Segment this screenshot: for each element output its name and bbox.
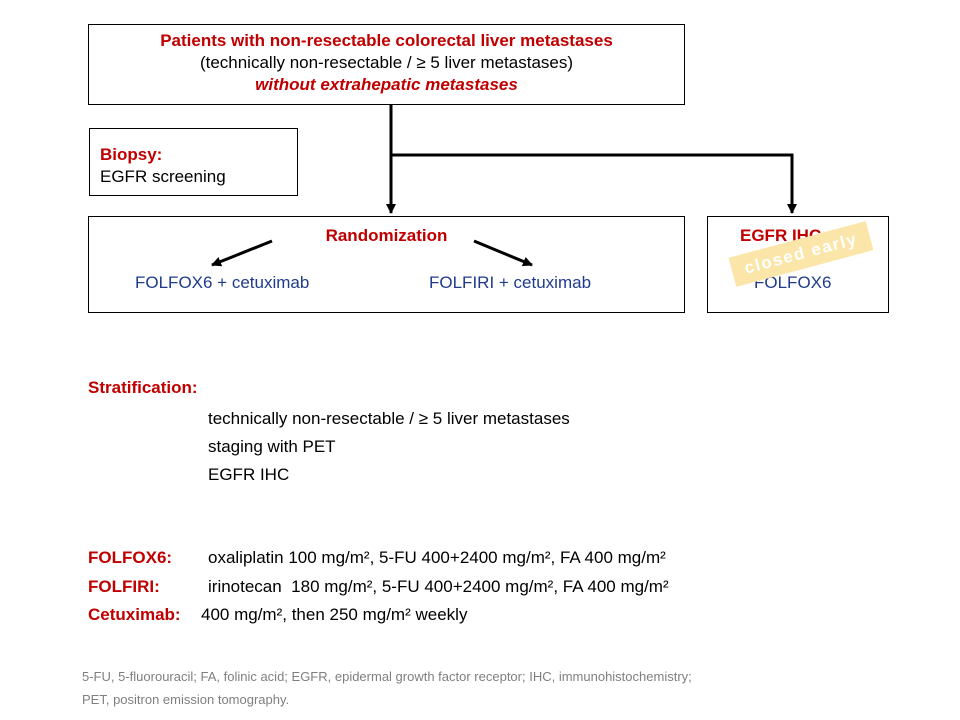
regimen-label-folfox6: FOLFOX6:	[88, 548, 173, 567]
randomization-box: Randomization FOLFOX6 + cetuximab FOLFIR…	[88, 216, 685, 313]
stratification-item: EGFR IHC	[208, 465, 290, 484]
regimen-text-folfox6: oxaliplatin 100 mg/m², 5-FU 400+2400 mg/…	[208, 548, 666, 567]
stratification-item: technically non-resectable / ≥ 5 liver m…	[208, 409, 570, 428]
regimen-label-cetuximab: Cetuximab:	[88, 605, 181, 624]
footnote-line-2: PET, positron emission tomography.	[82, 692, 290, 707]
population-line-2: (technically non-resectable / ≥ 5 liver …	[199, 53, 574, 72]
biopsy-box: Biopsy: EGFR screening	[89, 128, 298, 196]
biopsy-title: Biopsy:	[100, 145, 163, 164]
population-line-3: without extrahepatic metastases	[255, 75, 518, 94]
stratification-item: staging with PET	[208, 437, 336, 456]
biopsy-text: EGFR screening	[100, 167, 226, 186]
arm-folfox6-cetuximab: FOLFOX6 + cetuximab	[135, 273, 310, 292]
stratification-title: Stratification:	[88, 378, 198, 397]
arrow-to-arm-1	[211, 239, 273, 267]
regimen-label-folfiri: FOLFIRI:	[88, 577, 160, 596]
branch-line-to-egfr-ihc	[391, 153, 797, 214]
population-line-1: Patients with non-resectable colorectal …	[160, 31, 613, 50]
regimen-text-folfiri: irinotecan 180 mg/m², 5-FU 400+2400 mg/m…	[208, 577, 669, 596]
regimen-text-cetuximab: 400 mg/m², then 250 mg/m² weekly	[201, 605, 468, 624]
egfr-ihc-arm: FOLFOX6	[754, 273, 832, 292]
patient-population-box: Patients with non-resectable colorectal …	[88, 24, 685, 105]
arm-folfiri-cetuximab: FOLFIRI + cetuximab	[429, 273, 592, 292]
arrow-to-arm-2	[473, 239, 533, 267]
randomization-title: Randomization	[325, 226, 448, 245]
footnote-line-1: 5-FU, 5-fluorouracil; FA, folinic acid; …	[82, 669, 692, 684]
